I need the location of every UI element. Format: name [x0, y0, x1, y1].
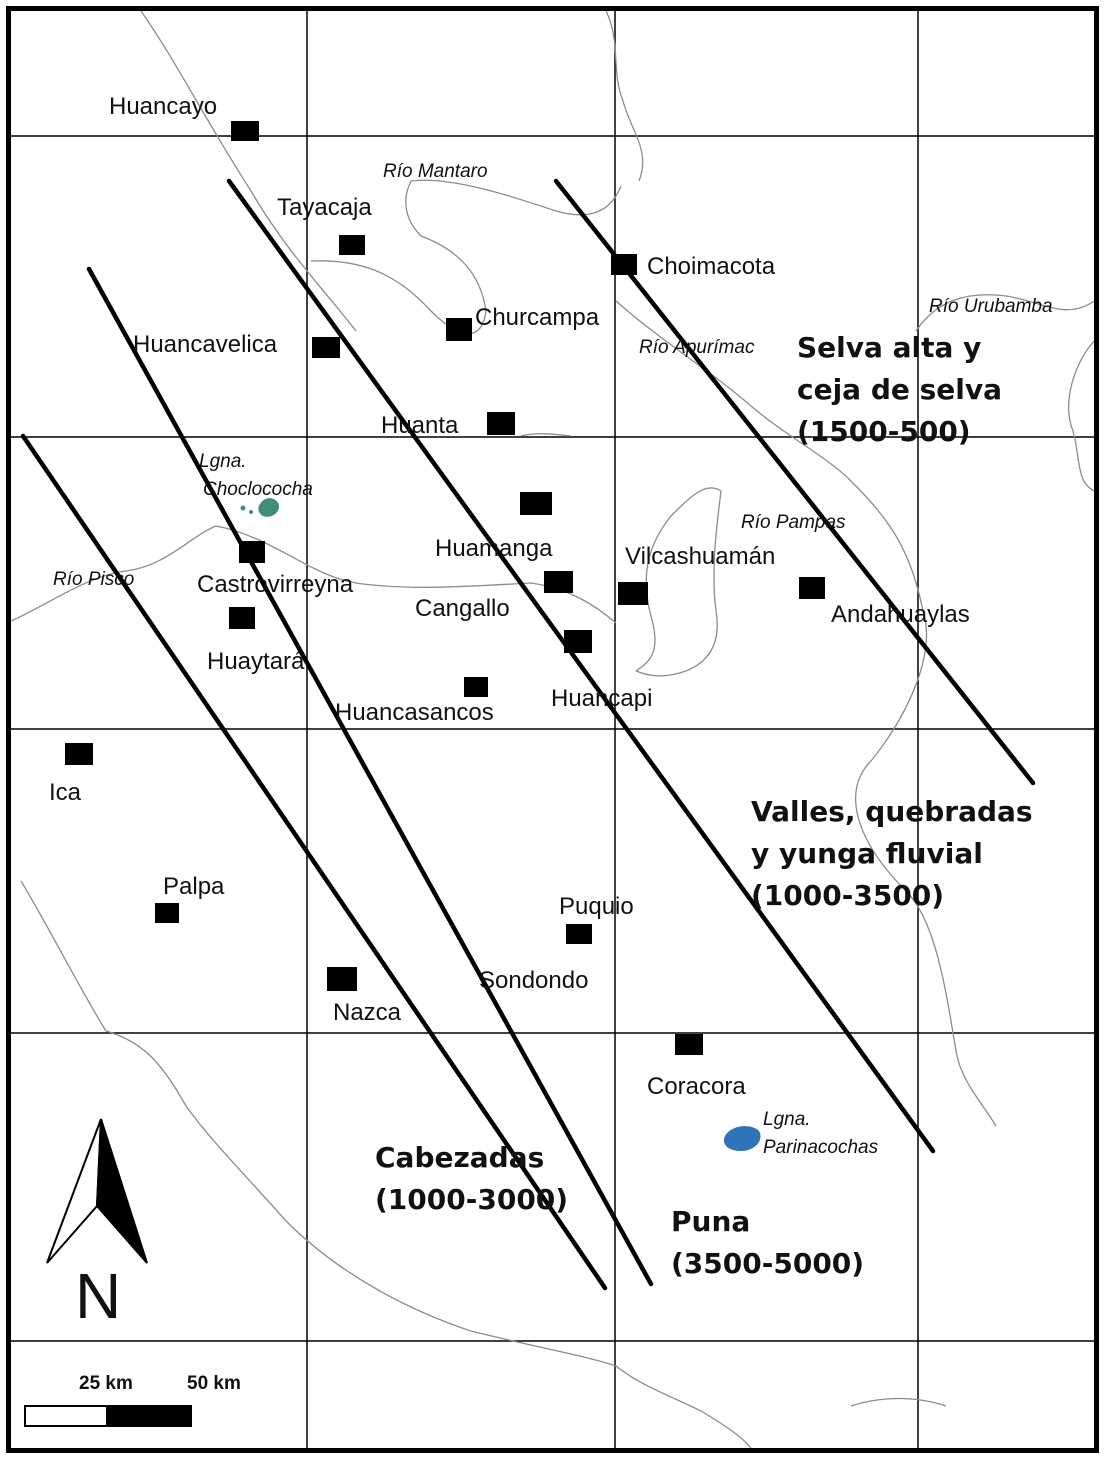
- boundary-line: [310, 179, 622, 335]
- town-marker: [65, 743, 93, 765]
- town-marker: [339, 235, 365, 255]
- town-label-choimacota: Choimacota: [647, 253, 776, 280]
- scale-bar-white: [24, 1405, 108, 1427]
- scale-bar-black: [106, 1405, 192, 1427]
- zone-label-selva-alta: Selva alta y ceja de selva (1500-500): [797, 327, 1002, 453]
- river-label-pampas: Río Pampas: [741, 512, 846, 533]
- lake-choclococha-small: [249, 510, 253, 514]
- boundary-line: [20, 880, 752, 1448]
- town-label-huanta: Huanta: [381, 412, 459, 439]
- river-label-pisco: Río Pisco: [53, 569, 135, 590]
- boundary-line: [11, 525, 617, 624]
- river-label-urubamba: Río Urubamba: [929, 296, 1053, 317]
- town-label-churcampa: Churcampa: [475, 304, 600, 331]
- zone-boundary-lines: [20, 178, 1036, 1291]
- town-marker: [464, 677, 488, 697]
- town-label-sondondo: Sondondo: [479, 967, 589, 994]
- map-frame: Huancayo Tayacaja Choimacota Huancavelic…: [6, 6, 1099, 1453]
- town-label-huancayo: Huancayo: [109, 93, 218, 120]
- town-marker: [520, 492, 552, 515]
- town-label-palpa: Palpa: [163, 873, 225, 900]
- zone-label-line: (3500-5000): [671, 1247, 865, 1280]
- zone-label-line: Selva alta y: [797, 331, 982, 364]
- zone-line: [226, 178, 936, 1154]
- town-label-castrovirreyna: Castrovirreyna: [197, 571, 354, 598]
- town-markers: [65, 121, 825, 1055]
- town-marker: [566, 924, 592, 944]
- town-label-huancasancos: Huancasancos: [335, 699, 494, 726]
- town-label-puquio: Puquio: [559, 893, 634, 920]
- boundary-lines: [11, 11, 1094, 1448]
- town-marker: [446, 318, 472, 341]
- town-label-tayacaja: Tayacaja: [277, 194, 372, 221]
- zone-label-line: Cabezadas: [375, 1141, 545, 1174]
- boundary-line: [635, 487, 722, 677]
- zone-line: [553, 178, 1036, 786]
- zone-label-line: Puna: [671, 1205, 751, 1238]
- river-label-mantaro: Río Mantaro: [383, 161, 488, 182]
- boundary-line: [1068, 340, 1094, 492]
- town-label-huancavelica: Huancavelica: [133, 331, 278, 358]
- lake-label-choclococha-line2: Choclococha: [203, 479, 313, 500]
- town-label-coracora: Coracora: [647, 1073, 746, 1100]
- town-marker: [611, 254, 637, 275]
- town-marker: [312, 337, 340, 358]
- zone-label-line: (1000-3500): [751, 879, 945, 912]
- town-marker: [675, 1034, 703, 1055]
- town-label-vilcashuaman: Vilcashuamán: [625, 543, 776, 570]
- lakes: [240, 498, 761, 1151]
- zone-label-line: Valles, quebradas: [751, 795, 1033, 828]
- zone-label-line: ceja de selva: [797, 373, 1003, 406]
- boundary-line: [615, 300, 997, 1127]
- north-arrow-icon: [46, 1118, 148, 1264]
- north-arrow-left-half: [46, 1118, 102, 1264]
- town-marker: [327, 967, 357, 991]
- town-label-ica: Ica: [49, 779, 82, 806]
- grid-lines: [11, 11, 1094, 1448]
- zone-label-valles: Valles, quebradas y yunga fluvial (1000-…: [751, 791, 1033, 917]
- town-marker: [487, 412, 515, 435]
- town-marker: [799, 577, 825, 599]
- zone-line: [20, 433, 608, 1291]
- north-label: N: [75, 1260, 122, 1332]
- north-arrow-right-half: [95, 1118, 148, 1264]
- river-label-apurimac: Río Apurímac: [639, 337, 755, 358]
- zone-label-line: (1500-500): [797, 415, 971, 448]
- lake-label-choclococha-line1: Lgna.: [199, 451, 247, 472]
- zone-label-puna: Puna (3500-5000): [671, 1201, 864, 1285]
- boundary-line: [140, 11, 357, 332]
- boundary-line: [605, 11, 644, 182]
- town-marker: [231, 121, 259, 141]
- zone-line: [86, 266, 654, 1287]
- town-label-nazca: Nazca: [333, 999, 402, 1026]
- scale-label-25km: 25 km: [79, 1373, 133, 1394]
- town-label-huancapi: Huancapi: [551, 685, 653, 712]
- town-label-huaytara: Huaytará: [207, 648, 305, 675]
- town-marker: [229, 607, 255, 629]
- scale-label-50km: 50 km: [187, 1373, 241, 1394]
- town-label-huamanga: Huamanga: [435, 535, 553, 562]
- boundary-line: [520, 433, 572, 437]
- town-marker: [239, 541, 265, 563]
- map-canvas: [11, 11, 1094, 1448]
- boundary-line: [915, 294, 1094, 332]
- town-label-cangallo: Cangallo: [415, 595, 510, 622]
- lake-choclococha-small: [240, 505, 246, 511]
- zone-label-line: y yunga fluvial: [751, 837, 983, 870]
- town-marker: [618, 582, 648, 605]
- town-label-andahuaylas: Andahuaylas: [831, 601, 970, 628]
- lake-label-parinacochas-line1: Lgna.: [763, 1109, 811, 1130]
- town-marker: [564, 630, 592, 653]
- zone-label-line: (1000-3000): [375, 1183, 569, 1216]
- lake-parinacochas: [723, 1126, 761, 1151]
- zone-label-cabezadas: Cabezadas (1000-3000): [375, 1137, 568, 1221]
- town-marker: [155, 903, 179, 923]
- lake-choclococha: [258, 498, 280, 517]
- boundary-line: [850, 1397, 947, 1407]
- town-marker: [544, 571, 573, 593]
- scale-bar: [24, 1405, 192, 1427]
- lake-label-parinacochas-line2: Parinacochas: [763, 1137, 879, 1158]
